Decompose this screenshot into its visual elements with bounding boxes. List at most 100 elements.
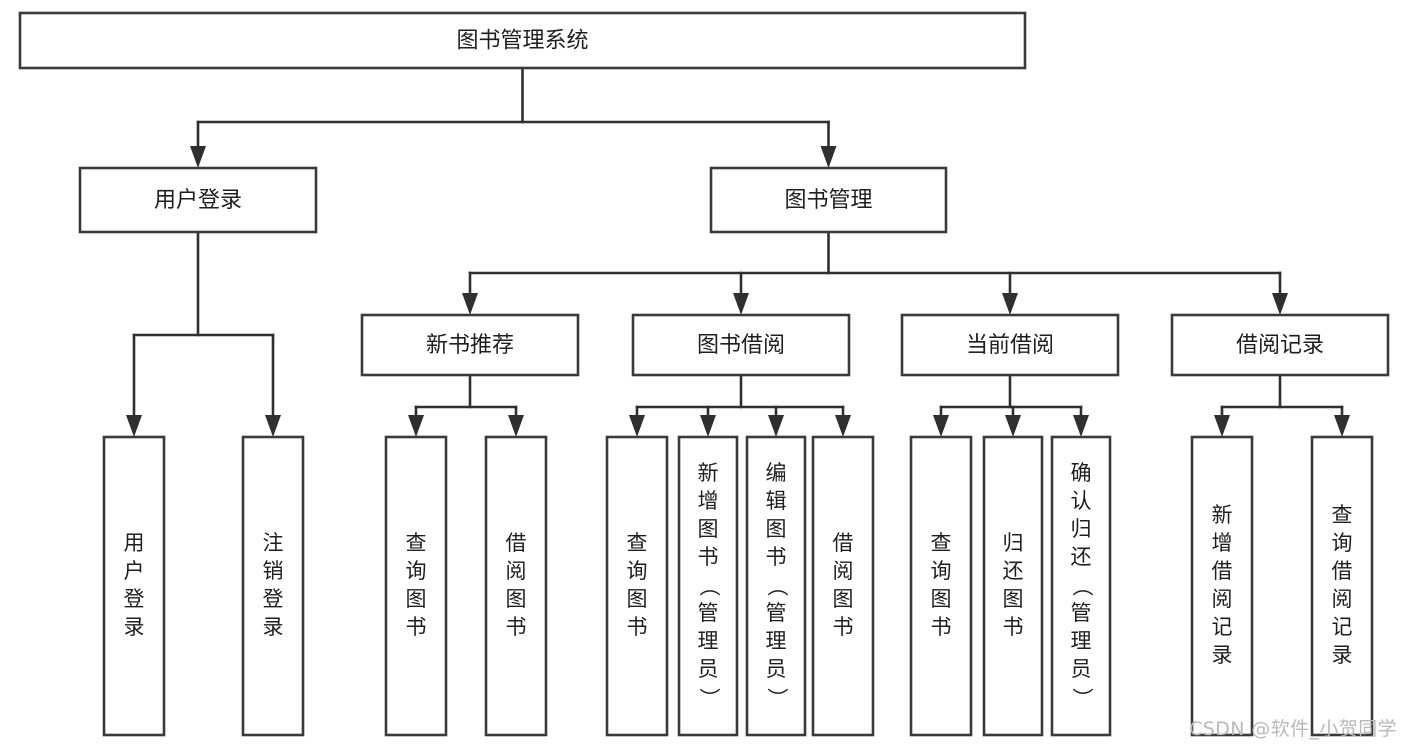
node-label-char: 理	[766, 629, 787, 653]
node-label-char: 管	[766, 601, 787, 625]
node-label-char: （	[697, 576, 721, 597]
arrow-head-icon	[629, 415, 645, 437]
node-label-char: 查	[1332, 503, 1353, 527]
node-label-char: 书	[833, 615, 854, 639]
conn-bookmgmt-to-level2	[462, 230, 1288, 315]
node-label-char: 员	[766, 657, 787, 681]
node-label-char: 员	[1071, 657, 1092, 681]
arrow-head-icon	[508, 415, 524, 437]
node-label-char: 管	[1071, 601, 1092, 625]
level2-node[interactable]: 图书借阅	[631, 313, 851, 377]
node-label-char: 归	[1003, 531, 1024, 555]
node-box[interactable]	[811, 435, 875, 737]
node-box[interactable]	[677, 435, 739, 737]
node-box[interactable]	[631, 313, 851, 377]
arrow-head-icon	[933, 415, 949, 437]
node-box[interactable]	[360, 313, 580, 377]
level1-node[interactable]: 用户登录	[78, 166, 318, 234]
node-label-char: 阅	[1332, 587, 1353, 611]
node-label: 图书借阅	[697, 333, 785, 358]
node-box[interactable]	[909, 435, 973, 737]
node-box[interactable]	[745, 435, 807, 737]
arrow-head-icon	[190, 146, 206, 168]
node-label-char: 编	[766, 461, 787, 485]
node-box[interactable]	[18, 11, 1027, 70]
node-label-char: ）	[765, 688, 789, 709]
node-box[interactable]	[709, 166, 948, 234]
arrow-head-icon	[733, 293, 749, 315]
node-label-char: 图	[506, 587, 527, 611]
node-label-char: 员	[698, 657, 719, 681]
arrow-head-icon	[1002, 293, 1018, 315]
arrow-head-icon	[462, 293, 478, 315]
node-label-char: 录	[124, 615, 145, 639]
node-label-char: 询	[627, 559, 648, 583]
node-label-char: 登	[263, 587, 284, 611]
node-box[interactable]	[241, 435, 305, 737]
node-label-char: 注	[263, 531, 284, 555]
node-box[interactable]	[1050, 435, 1112, 737]
node-label-char: 书	[627, 615, 648, 639]
node-label-char: 书	[766, 545, 787, 569]
node-box[interactable]	[900, 313, 1120, 377]
node-label-char: 书	[698, 545, 719, 569]
node-label-char: ）	[697, 688, 721, 709]
node-label-char: 录	[1212, 643, 1233, 667]
node-box[interactable]	[982, 435, 1044, 737]
node-label-char: 查	[406, 531, 427, 555]
node-box[interactable]	[78, 166, 318, 234]
node-label: 用户登录	[154, 188, 242, 213]
conn-recommend-to-leaves	[408, 373, 524, 437]
node-box[interactable]	[484, 435, 548, 737]
arrow-head-icon	[835, 415, 851, 437]
arrow-head-icon	[768, 415, 784, 437]
level2-node[interactable]: 新书推荐	[360, 313, 580, 377]
node-label-char: 还	[1003, 559, 1024, 583]
node-label-char: 书	[1003, 615, 1024, 639]
node-label-char: 记	[1212, 615, 1233, 639]
root-node[interactable]: 图书管理系统	[18, 11, 1027, 70]
node-label-char: 记	[1332, 615, 1353, 639]
node-box[interactable]	[1310, 435, 1374, 737]
node-label-char: 查	[931, 531, 952, 555]
node-box[interactable]	[384, 435, 448, 737]
node-box[interactable]	[1190, 435, 1254, 737]
node-label: 图书管理	[784, 188, 872, 213]
node-label-char: 增	[698, 489, 719, 513]
node-box[interactable]	[605, 435, 669, 737]
level2-node[interactable]: 当前借阅	[900, 313, 1120, 377]
leaf-node[interactable]: 用户登录	[102, 435, 166, 737]
arrow-head-icon	[700, 415, 716, 437]
node-box[interactable]	[1170, 313, 1390, 377]
conn-root-to-level1	[190, 66, 837, 168]
node-box[interactable]	[102, 435, 166, 737]
node-label-char: （	[1070, 576, 1094, 597]
node-label-char: 辑	[766, 489, 787, 513]
arrow-head-icon	[1272, 293, 1288, 315]
level2-node[interactable]: 借阅记录	[1170, 313, 1390, 377]
node-label-char: 理	[1071, 629, 1092, 653]
node-label-char: 借	[1332, 559, 1353, 583]
node-label-char: 新	[1212, 503, 1233, 527]
conn-current-to-leaves	[933, 373, 1089, 437]
conn-userlogin-to-leaves	[126, 230, 281, 437]
node-label: 当前借阅	[966, 333, 1054, 358]
node-label-char: 登	[124, 587, 145, 611]
level1-node[interactable]: 图书管理	[709, 166, 948, 234]
node-label-char: 书	[506, 615, 527, 639]
node-label-char: 图	[627, 587, 648, 611]
